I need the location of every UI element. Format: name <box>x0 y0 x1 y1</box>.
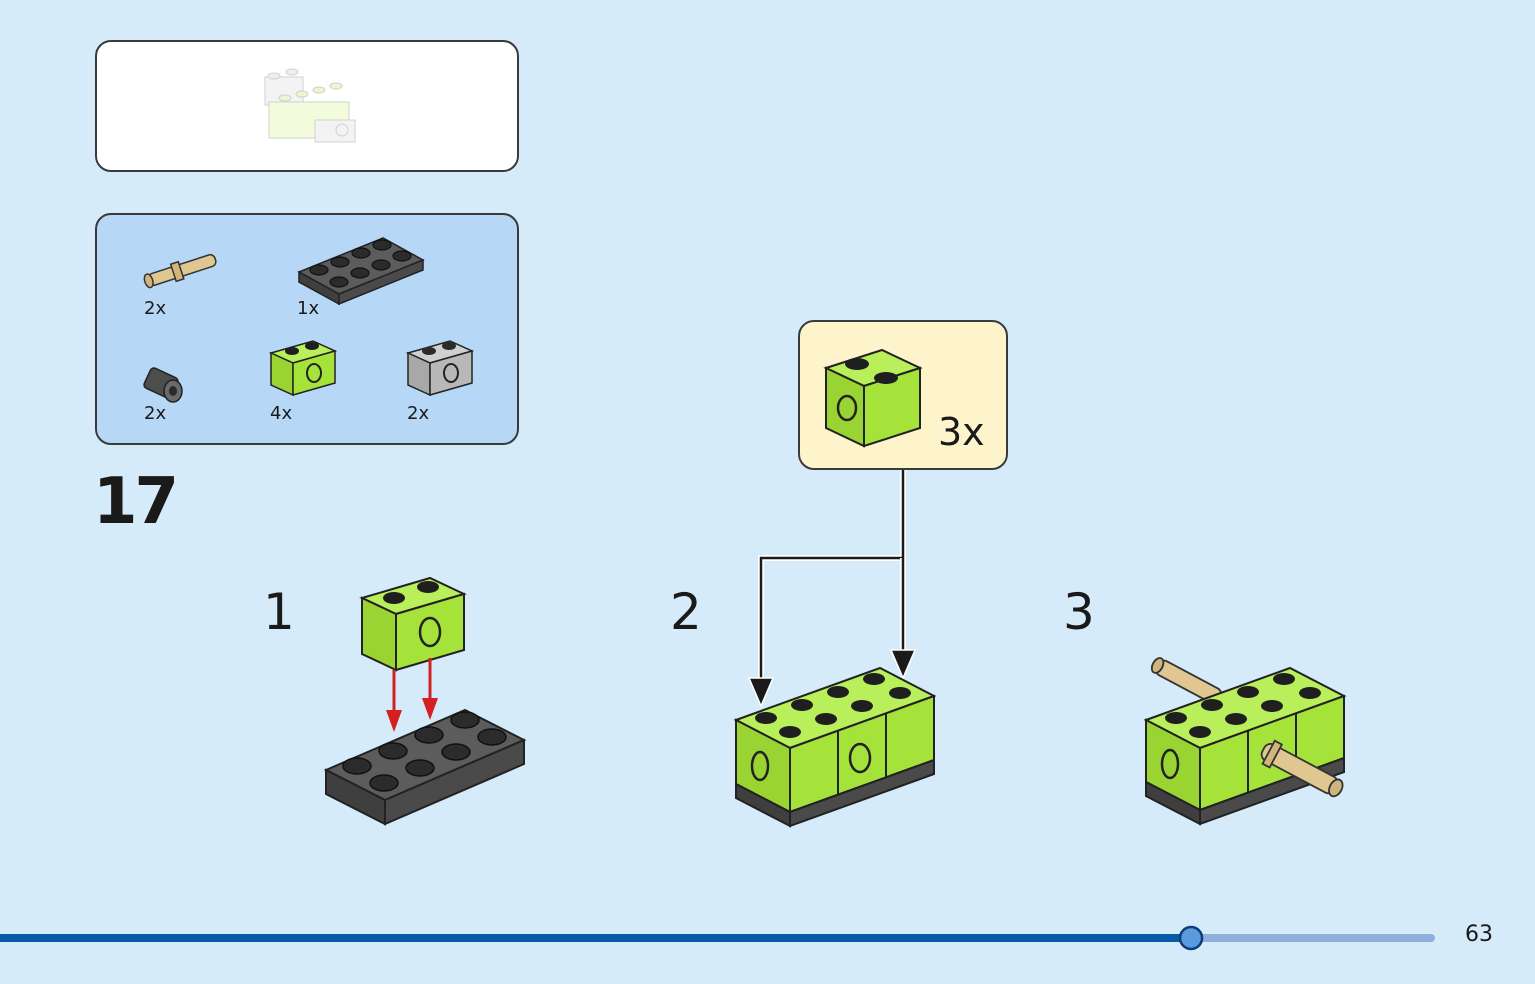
lime-brick-quantity: 4x <box>270 403 293 424</box>
technic-brick-light-gray-icon <box>405 340 475 397</box>
axle-pin-quantity: 2x <box>144 298 167 319</box>
callout-quantity: 3x <box>938 410 985 454</box>
page-number: 63 <box>1465 922 1493 947</box>
substep-2-label: 2 <box>670 583 702 641</box>
substep-3-illustration <box>1143 657 1347 826</box>
substep-1-label: 1 <box>263 583 295 641</box>
plate-quantity: 1x <box>297 298 320 319</box>
assembly-preview-panel <box>95 40 519 172</box>
bush-dark-gray-icon <box>143 367 183 403</box>
plate-2x4-dark-gray-icon <box>297 237 425 306</box>
bush-quantity: 2x <box>144 403 167 424</box>
axle-pin-tan-icon <box>143 254 217 289</box>
callout-panel: 3x <box>798 320 1008 470</box>
progress-knob <box>1178 925 1204 951</box>
substep-2-illustration <box>733 666 937 828</box>
step-number: 17 <box>93 465 179 539</box>
substep-3-label: 3 <box>1063 583 1095 641</box>
callout-brick-lime-icon <box>823 348 923 448</box>
progress-fill <box>0 934 1192 942</box>
page-progress-bar <box>0 925 1435 951</box>
technic-brick-lime-icon <box>268 340 338 397</box>
gray-brick-quantity: 2x <box>407 403 430 424</box>
substep-1-illustration <box>323 576 527 826</box>
parts-list-panel: 2x 1x 2x 4x 2x <box>95 213 519 445</box>
assembly-preview-image <box>264 68 356 143</box>
